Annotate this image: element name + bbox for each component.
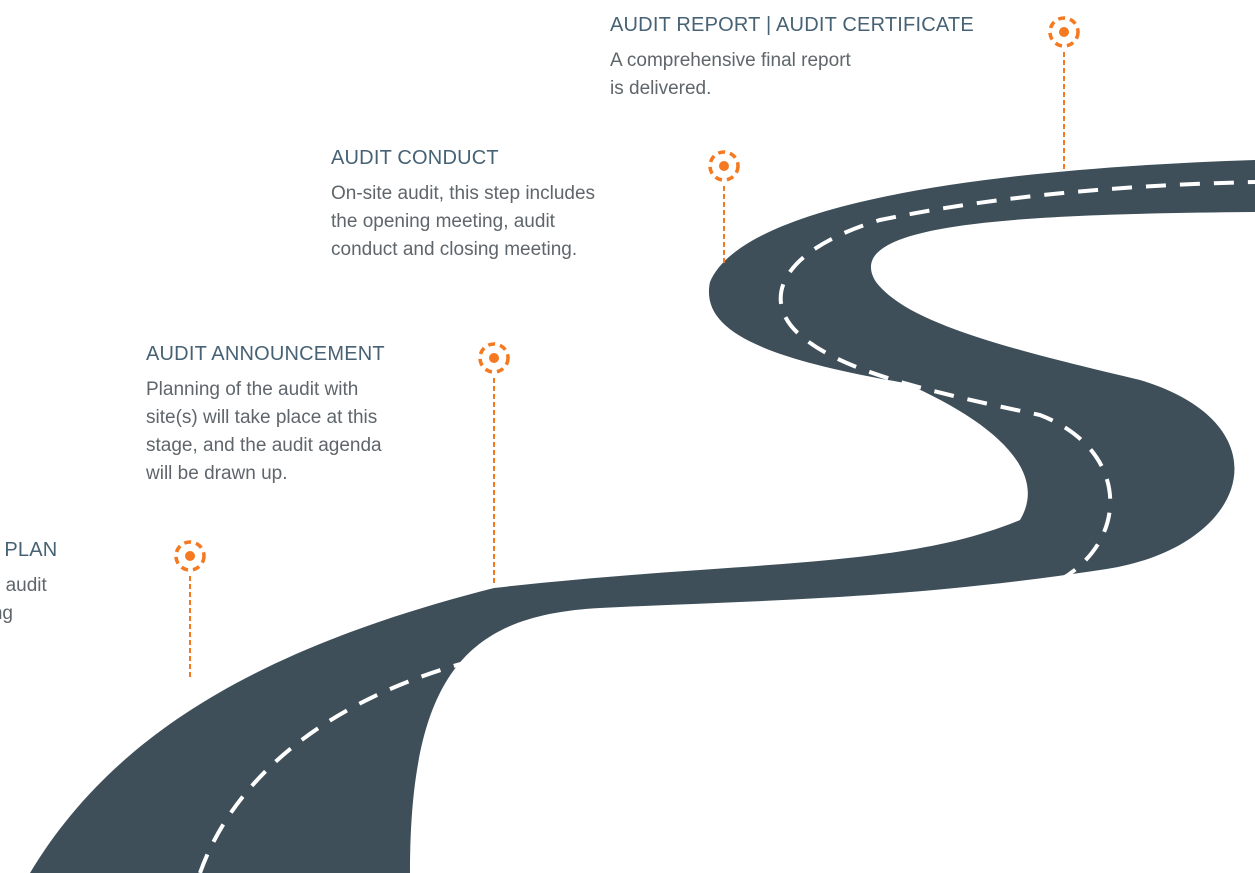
step-title: AUDIT REPORT | AUDIT CERTIFICATE: [610, 14, 974, 36]
road-center-dashes: [198, 180, 1255, 873]
step-audit-conduct: AUDIT CONDUCT On-site audit, this step i…: [331, 146, 595, 264]
road: [30, 160, 1255, 873]
step-audit-plan: AUDIT PLAN bes the audit reporting: [0, 538, 57, 628]
description-line: site(s) will take place at this: [146, 407, 378, 428]
step-description: A comprehensive final report is delivere…: [610, 47, 974, 103]
step-description: bes the audit reporting: [0, 572, 57, 628]
step-title: AUDIT CONDUCT: [331, 147, 499, 169]
description-line: stage, and the audit agenda: [146, 435, 382, 456]
step-description: On-site audit, this step includes the op…: [331, 180, 595, 264]
step-audit-announcement: AUDIT ANNOUNCEMENT Planning of the audit…: [146, 342, 385, 488]
description-line: bes the audit: [0, 575, 47, 596]
step-description: Planning of the audit with site(s) will …: [146, 376, 385, 488]
step-audit-report: AUDIT REPORT | AUDIT CERTIFICATE A compr…: [610, 13, 974, 103]
description-line: conduct and closing meeting.: [331, 239, 578, 260]
description-line: Planning of the audit with: [146, 379, 359, 400]
description-line: reporting: [0, 603, 13, 624]
step-title: AUDIT PLAN: [0, 539, 58, 561]
step-title: AUDIT ANNOUNCEMENT: [146, 343, 385, 365]
description-line: will be drawn up.: [146, 463, 288, 484]
description-line: On-site audit, this step includes: [331, 183, 596, 204]
description-line: A comprehensive final report: [610, 50, 851, 71]
description-line: is delivered.: [610, 78, 712, 99]
description-line: the opening meeting, audit: [331, 211, 555, 232]
